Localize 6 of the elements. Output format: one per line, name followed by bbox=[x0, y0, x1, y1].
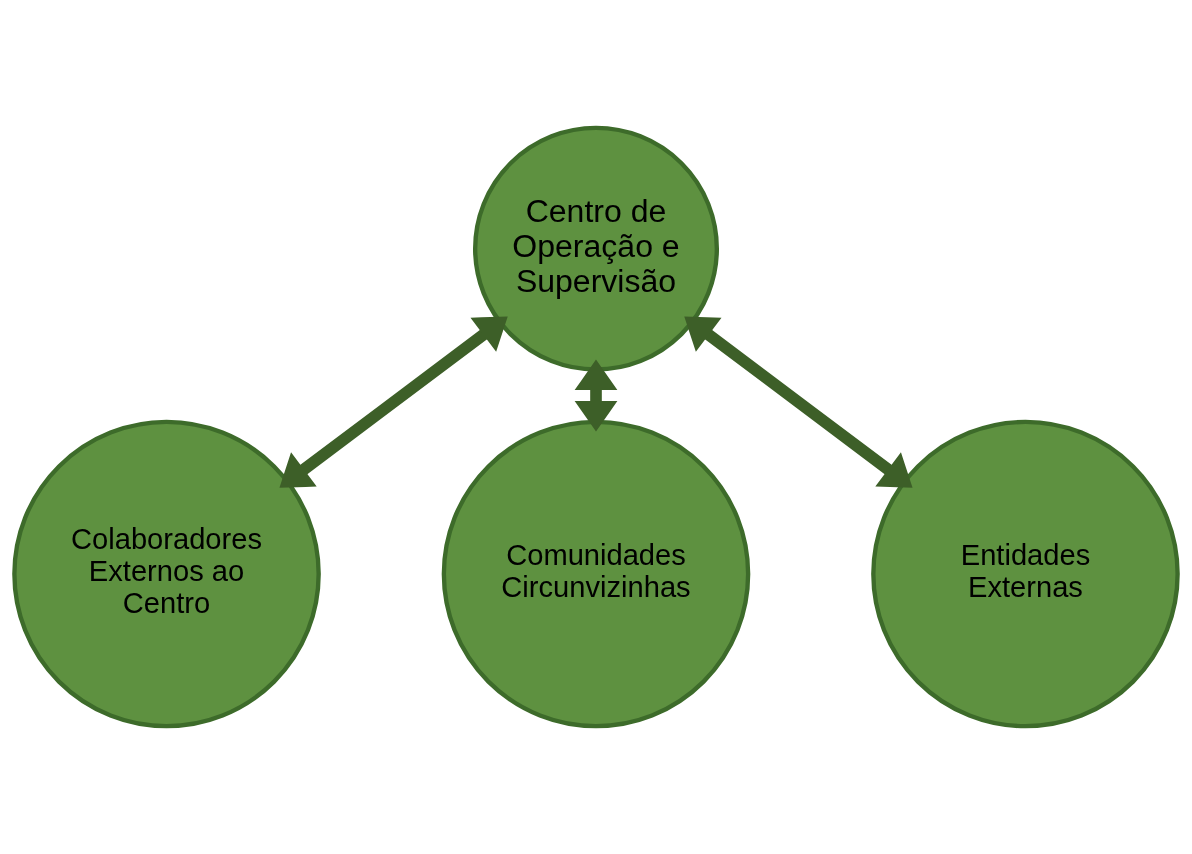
node-circle: Comunidades Circunvizinhas bbox=[441, 419, 751, 729]
arrow bbox=[574, 359, 618, 432]
arrow bbox=[279, 316, 508, 488]
node-circle: Entidades Externas bbox=[871, 419, 1180, 729]
node-circle: Colaboradores Externos ao Centro bbox=[12, 419, 321, 729]
arrow bbox=[684, 316, 913, 488]
